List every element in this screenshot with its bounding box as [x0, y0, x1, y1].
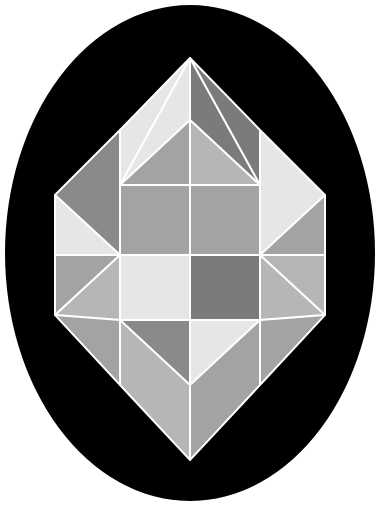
- tile-grid-r1c2: [190, 185, 260, 255]
- tile-grid-r2c2: [190, 255, 260, 320]
- tile-grid-r2c1: [120, 255, 190, 320]
- tile-grid-r1c1: [120, 185, 190, 255]
